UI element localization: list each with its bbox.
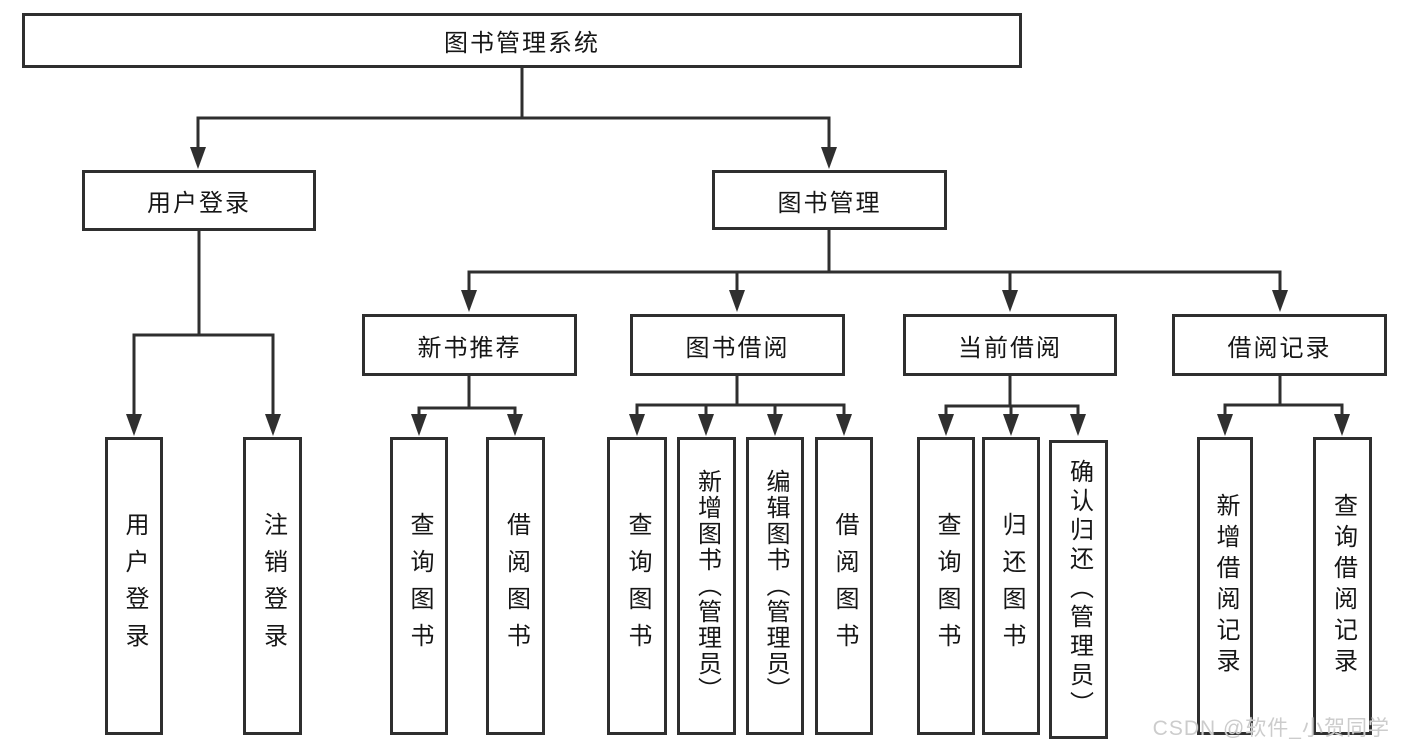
node-current-borrow: 当前借阅 xyxy=(903,314,1117,376)
leaf-query-books-current: 查询图书 xyxy=(917,437,975,735)
node-book-borrow: 图书借阅 xyxy=(630,314,845,376)
leaf-query-books-recommend: 查询图书 xyxy=(390,437,448,735)
leaf-add-borrow-record: 新增借阅记录 xyxy=(1197,437,1253,735)
leaf-return-book: 归还图书 xyxy=(982,437,1040,735)
node-label: 编辑图书（管理员） xyxy=(762,469,789,703)
node-label: 查询图书 xyxy=(406,512,433,660)
node-label: 查询借阅记录 xyxy=(1329,493,1357,679)
leaf-logout-login: 注销登录 xyxy=(243,437,302,735)
leaf-borrow-books: 借阅图书 xyxy=(815,437,873,735)
leaf-confirm-return-admin: 确认归还（管理员） xyxy=(1049,440,1108,739)
node-label: 图书借阅 xyxy=(685,334,790,362)
node-label: 图书管理 xyxy=(777,189,882,217)
node-label: 确认归还（管理员） xyxy=(1065,459,1093,720)
leaf-query-borrow-record: 查询借阅记录 xyxy=(1313,437,1372,735)
node-label: 新增借阅记录 xyxy=(1212,493,1239,679)
leaf-user-login: 用户登录 xyxy=(105,437,163,735)
node-root-system: 图书管理系统 xyxy=(22,13,1022,68)
node-label: 注销登录 xyxy=(259,512,287,660)
node-label: 借阅记录 xyxy=(1227,334,1332,362)
node-label: 查询图书 xyxy=(624,512,651,660)
node-label: 新增图书（管理员） xyxy=(693,469,721,703)
leaf-borrow-books-recommend: 借阅图书 xyxy=(486,437,545,735)
node-label: 新书推荐 xyxy=(417,334,522,362)
node-label: 归还图书 xyxy=(998,512,1025,660)
node-label: 用户登录 xyxy=(121,512,148,660)
node-label: 用户登录 xyxy=(147,190,251,217)
csdn-watermark: CSDN @软件_小贺同学 xyxy=(1152,717,1390,740)
node-label: 借阅图书 xyxy=(502,512,530,660)
node-label: 图书管理系统 xyxy=(444,30,600,57)
node-new-book-recommend: 新书推荐 xyxy=(362,314,577,376)
node-label: 当前借阅 xyxy=(958,334,1062,362)
node-user-login-branch: 用户登录 xyxy=(82,170,316,231)
leaf-edit-book-admin: 编辑图书（管理员） xyxy=(746,437,804,735)
node-borrow-records: 借阅记录 xyxy=(1172,314,1387,376)
leaf-query-books-borrow: 查询图书 xyxy=(607,437,667,735)
node-label: 借阅图书 xyxy=(831,512,858,660)
node-label: 查询图书 xyxy=(933,512,960,660)
node-book-management: 图书管理 xyxy=(712,170,947,230)
leaf-add-book-admin: 新增图书（管理员） xyxy=(677,437,736,735)
